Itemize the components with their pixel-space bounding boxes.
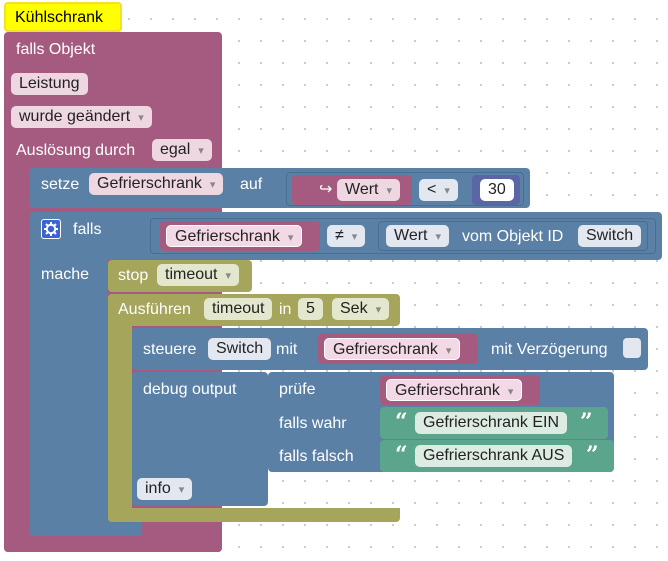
from-object-label: vom Objekt ID [462, 228, 564, 245]
number-field[interactable]: 30 [480, 179, 514, 201]
get-value-dropdown[interactable]: Wert [386, 225, 450, 247]
control-label: steuere [143, 341, 197, 358]
control-variable-dropdown[interactable]: Gefrierschrank [324, 338, 461, 360]
ternary-check-label: prüfe [279, 381, 316, 398]
ternary-variable-dropdown[interactable]: Gefrierschrank [386, 379, 523, 401]
timeout-label: Ausführen [118, 301, 191, 318]
close-quote-icon: ” [586, 442, 599, 468]
control-target-field[interactable]: Switch [208, 338, 272, 360]
open-quote-icon: “ [395, 409, 408, 435]
delay-checkbox[interactable] [623, 338, 641, 358]
mode-dropdown[interactable]: wurde geändert [11, 106, 152, 128]
do-label: mache [41, 266, 90, 283]
value-icon: ↪ [319, 181, 333, 198]
open-quote-icon: “ [395, 442, 408, 468]
close-quote-icon: ” [580, 409, 593, 435]
if-block-bottom [30, 520, 142, 536]
timeout-timer-field[interactable]: timeout [204, 298, 273, 320]
control-with-label: mit [276, 341, 298, 358]
triggered-by-dropdown[interactable]: egal [152, 139, 212, 161]
stop-timer-dropdown[interactable]: timeout [157, 264, 239, 286]
control-delay-label: mit Verzögerung [491, 341, 608, 358]
debug-level-dropdown[interactable]: info [137, 478, 193, 500]
if-object-label: falls Objekt [16, 41, 96, 58]
if-block-left-rail [30, 212, 108, 536]
if-variable-dropdown[interactable]: Gefrierschrank [166, 225, 303, 247]
comment-text: Kühlschrank [15, 9, 104, 26]
trigger-block-bottom-cap [4, 538, 222, 552]
true-text-field[interactable]: Gefrierschrank EIN [415, 412, 568, 434]
set-to-label: auf [240, 176, 263, 193]
stop-label: stop [118, 267, 149, 284]
ternary-false-label: falls falsch [279, 448, 354, 465]
timeout-block-rail [108, 294, 132, 522]
timeout-unit-dropdown[interactable]: Sek [332, 298, 390, 320]
debug-label: debug output [143, 381, 237, 398]
value-field-dropdown[interactable]: Wert [337, 179, 401, 201]
false-text-field[interactable]: Gefrierschrank AUS [415, 445, 573, 467]
if-operator-dropdown[interactable]: ≠ [327, 225, 366, 247]
gear-icon[interactable] [41, 219, 61, 239]
object-id-field[interactable]: Switch [578, 225, 642, 247]
timeout-block-bottom [108, 508, 400, 522]
set-label: setze [41, 176, 80, 193]
operator-dropdown[interactable]: < [419, 179, 458, 201]
comment-block[interactable]: Kühlschrank [4, 2, 122, 32]
if-label: falls [73, 221, 102, 238]
triggered-by-label: Auslösung durch [16, 142, 136, 159]
ternary-true-label: falls wahr [279, 415, 347, 432]
set-variable-dropdown[interactable]: Gefrierschrank [89, 173, 224, 195]
timeout-amount-field[interactable]: 5 [298, 298, 323, 320]
object-field[interactable]: Leistung [11, 73, 88, 95]
timeout-in-label: in [279, 301, 292, 318]
